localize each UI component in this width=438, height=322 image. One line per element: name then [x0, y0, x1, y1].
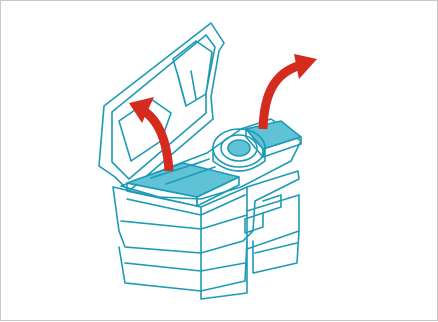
filter-left — [127, 162, 239, 206]
round-cap-icon — [213, 129, 265, 171]
lift-arrow-right-icon — [263, 54, 317, 129]
line-art — [99, 23, 301, 299]
container-lid — [99, 23, 224, 191]
filter-right — [246, 121, 301, 157]
